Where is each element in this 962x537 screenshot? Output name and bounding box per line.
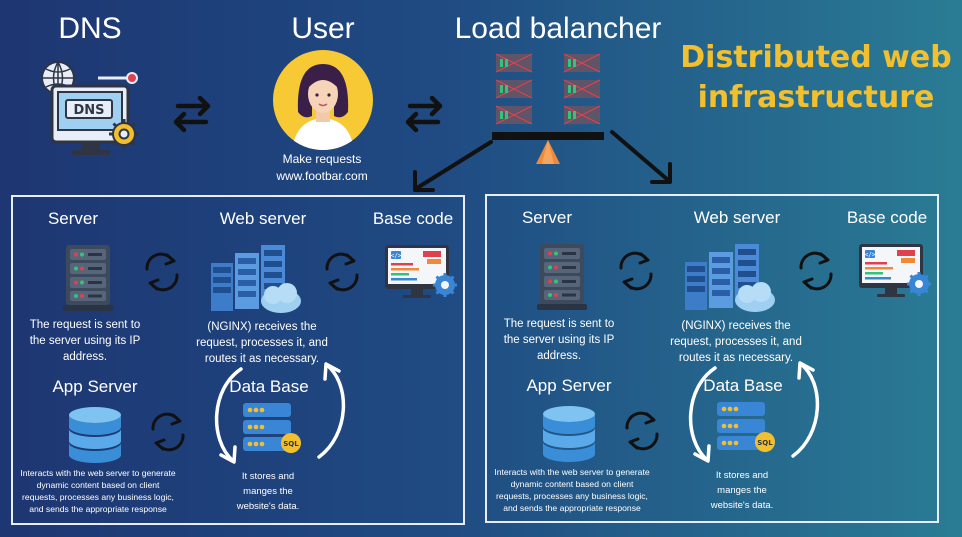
appserver-database-sync-icon bbox=[151, 412, 185, 452]
infrastructure-panel-2: Server Web server Base code The request … bbox=[485, 194, 939, 523]
panel-text-line: address. bbox=[536, 350, 582, 362]
webserver-to-database-arrow bbox=[688, 366, 717, 463]
user-caption-line-1: Make requests bbox=[282, 152, 362, 166]
basecode-title: Base code bbox=[846, 208, 928, 227]
panel-text-line: dynamic content based on client bbox=[36, 480, 160, 490]
appserver-description: Interacts with the web server to generat… bbox=[487, 466, 657, 514]
webserver-to-database-arrow bbox=[214, 367, 243, 464]
sql-database-icon: SQL bbox=[717, 402, 775, 452]
basecode-title: Base code bbox=[372, 209, 454, 228]
panel-text-line: (NGINX) receives the bbox=[681, 320, 791, 332]
panel-text-line: The request is sent to bbox=[503, 318, 615, 330]
panel-text-line: address. bbox=[62, 351, 108, 363]
panel-text-line: the server using its IP bbox=[29, 335, 141, 347]
page-title: Distributed web infrastructure bbox=[676, 38, 956, 118]
server-title: Server bbox=[47, 209, 99, 228]
infrastructure-panel-1: Server Web server Base code The request … bbox=[11, 195, 465, 525]
database-description: It stores and manges the website's data. bbox=[687, 468, 797, 513]
appserver-title: App Server bbox=[52, 377, 138, 396]
database-title: Data Base bbox=[229, 377, 309, 396]
panel-text-line: It stores and bbox=[715, 470, 769, 481]
webserver-description: (NGINX) receives the request, processes i… bbox=[185, 319, 339, 367]
web-server-cluster-icon bbox=[685, 244, 775, 312]
webserver-basecode-sync-icon bbox=[325, 252, 359, 292]
dns-user-exchange-icon bbox=[164, 96, 222, 136]
server-description: The request is sent to the server using i… bbox=[489, 316, 629, 364]
webserver-title: Web server bbox=[219, 209, 307, 228]
webserver-description: (NGINX) receives the request, processes i… bbox=[659, 318, 813, 366]
appserver-database-sync-icon bbox=[625, 411, 659, 451]
database-stack-icon bbox=[543, 406, 595, 462]
sql-badge-text: SQL bbox=[283, 440, 299, 448]
panel-text-line: Interacts with the web server to generat… bbox=[20, 468, 176, 478]
database-to-webserver-arrow bbox=[317, 362, 346, 459]
user-caption-url: www.footbar.com bbox=[276, 169, 368, 183]
lb-to-left-arrow bbox=[413, 140, 493, 192]
dns-screen-text: DNS bbox=[73, 103, 104, 118]
panel-text-line: manges the bbox=[243, 486, 293, 497]
panel-text-line: Interacts with the web server to generat… bbox=[494, 467, 650, 477]
server-webserver-sync-icon bbox=[619, 251, 653, 291]
lb-to-right-arrow bbox=[610, 130, 672, 184]
panel-text-line: request, processes it, and bbox=[670, 336, 802, 348]
dns-label: DNS bbox=[58, 12, 122, 45]
webserver-title: Web server bbox=[693, 208, 781, 227]
sql-database-icon: SQL bbox=[243, 403, 301, 453]
server-title: Server bbox=[521, 208, 573, 227]
load-balancer-scale-icon bbox=[492, 53, 604, 164]
panel-text-line: (NGINX) receives the bbox=[207, 321, 317, 333]
title-line-2: infrastructure bbox=[697, 80, 935, 115]
panel-text-line: website's data. bbox=[236, 501, 300, 512]
server-webserver-sync-icon bbox=[145, 252, 179, 292]
panel-text-line: The request is sent to bbox=[29, 319, 141, 331]
code-monitor-icon bbox=[859, 244, 933, 299]
panel-text-line: requests, processes any business logic, bbox=[22, 492, 174, 502]
user-caption: Make requests www.footbar.com bbox=[252, 151, 392, 185]
database-stack-icon bbox=[69, 407, 121, 463]
panel-text-line: routes it as necessary. bbox=[204, 353, 320, 365]
code-monitor-icon bbox=[385, 245, 459, 300]
user-lb-exchange-icon bbox=[396, 96, 454, 136]
appserver-description: Interacts with the web server to generat… bbox=[13, 467, 183, 515]
panel-text-line: dynamic content based on client bbox=[510, 479, 634, 489]
panel-text-line: routes it as necessary. bbox=[678, 352, 794, 364]
database-title: Data Base bbox=[703, 376, 783, 395]
load-balancer-label: Load balancher bbox=[454, 12, 662, 45]
dns-monitor-icon: DNS bbox=[41, 61, 139, 155]
panel-text-line: It stores and bbox=[241, 471, 295, 482]
panel-text-line: manges the bbox=[717, 485, 767, 496]
webserver-basecode-sync-icon bbox=[799, 251, 833, 291]
server-rack-icon bbox=[537, 244, 587, 310]
appserver-title: App Server bbox=[526, 376, 612, 395]
panel-text-line: and sends the appropriate response bbox=[29, 504, 167, 514]
panel-text-line: website's data. bbox=[710, 500, 774, 511]
panel-text-line: and sends the appropriate response bbox=[503, 503, 641, 513]
database-description: It stores and manges the website's data. bbox=[213, 469, 323, 514]
sql-badge-text: SQL bbox=[757, 439, 773, 447]
database-to-webserver-arrow bbox=[791, 361, 820, 458]
user-label: User bbox=[291, 12, 355, 45]
panel-text-line: request, processes it, and bbox=[196, 337, 328, 349]
panel-text-line: the server using its IP bbox=[503, 334, 615, 346]
panel-text-line: requests, processes any business logic, bbox=[496, 491, 648, 501]
server-rack-icon bbox=[63, 245, 113, 311]
web-server-cluster-icon bbox=[211, 245, 301, 313]
title-line-1: Distributed web bbox=[680, 40, 952, 75]
server-description: The request is sent to the server using i… bbox=[15, 317, 155, 365]
user-avatar-icon bbox=[273, 50, 373, 150]
